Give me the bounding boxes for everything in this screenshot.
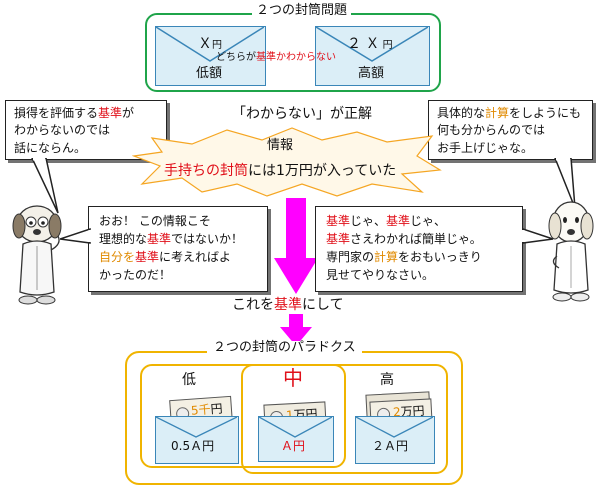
speech-right-line2: 何も分からんのでは: [437, 123, 546, 138]
bubble-left-line4: かったのだ！: [99, 268, 172, 282]
envelope-mid-panel: [258, 416, 334, 462]
envelope-high-value: ２Ａ円: [372, 439, 409, 453]
bottom-panel-title: ２つの封筒のパラドクス: [207, 340, 362, 356]
answer-heading: 「わからない」が正解: [232, 106, 372, 122]
bubble-right-line3: 専門家の計算をおもいっきり: [326, 250, 482, 264]
down-arrow-small-icon: [280, 314, 312, 346]
down-arrow-icon: [274, 198, 318, 294]
envelope-flap-icon: [316, 27, 428, 62]
envelope-flap-icon: [356, 417, 433, 438]
info-own-envelope: 手持ちの封筒: [164, 163, 248, 179]
envelope-low-variable: Ｘ: [198, 36, 212, 52]
unknown-basis-highlight: 基準かわからない: [256, 52, 336, 63]
info-burst-shape: [132, 127, 442, 197]
speech-bubble-right: 具体的な計算をしようにも 何も分からんのでは お手上げじゃな。: [428, 100, 593, 160]
speech-left-line1: 損得を評価する基準が: [14, 106, 135, 120]
speech-right-line1: 具体的な計算をしようにも: [437, 106, 582, 120]
column-low-label: 低: [182, 372, 196, 388]
keyword-calculation: 計算: [485, 106, 510, 120]
envelope-high-unit: 円: [382, 40, 393, 51]
envelope-high-panel: [355, 416, 435, 464]
basis-transition-label: これを基準にして: [232, 297, 344, 313]
professor-dog-character-icon: [12, 205, 62, 305]
info-statement: 手持ちの封筒には1万円が入っていた: [164, 163, 396, 179]
keyword-basis: 基準: [386, 214, 411, 228]
envelope-high-amount: ２ Ｘ 円: [347, 36, 393, 52]
envelope-low: [155, 26, 266, 86]
bubble-left-line1: おお！ この情報こそ: [99, 214, 211, 228]
speech-bubble-left: 損得を評価する基準が わからないのでは 話にならん。: [5, 100, 167, 160]
pair-frame-mid-high: [241, 364, 448, 474]
speech-bubble-left-lower: おお！ この情報こそ 理想的な基準ではないか！ 自分を基準に考えればよ かったの…: [88, 206, 268, 292]
keyword-basis: 基準: [326, 232, 351, 246]
info-heading: 情報: [267, 138, 294, 153]
bubble-right-line2: 基準さえわかれば簡単じゃ。: [326, 232, 482, 246]
unknown-basis-caption: どちらが基準かわからない: [216, 52, 336, 64]
unknown-basis-prefix: どちらが: [216, 52, 256, 63]
bubble-right-line1: 基準じゃ、基準じゃ、: [326, 214, 447, 228]
keyword-self: 自分を: [99, 250, 136, 264]
envelope-flap-icon: [156, 27, 264, 62]
keyword-basis: 基準: [147, 232, 172, 246]
envelope-low-value: 0.5Ａ円: [171, 439, 215, 453]
envelope-low-unit: 円: [212, 40, 222, 51]
speech-right-line3: お手上げじゃな。: [437, 140, 534, 155]
envelope-high: [315, 26, 430, 86]
speech-left-line3: 話にならん。: [14, 140, 87, 155]
speech-tail-left-lower: [60, 227, 92, 244]
banknote-5000-unit: 円: [210, 401, 224, 417]
keyword-calculation: 計算: [374, 250, 399, 264]
column-high-label: 高: [380, 372, 394, 388]
speech-left-line2: わからないのでは: [14, 123, 111, 138]
speech-bubble-right-lower: 基準じゃ、基準じゃ、 基準さえわかれば簡単じゃ。 専門家の計算をおもいっきり 見…: [315, 206, 523, 292]
info-rest: には1万円が入っていた: [248, 163, 397, 179]
bubble-right-line4: 見せてやりなさい。: [326, 268, 435, 282]
envelope-high-label: 高額: [358, 66, 385, 81]
expert-dog-character-icon: [548, 201, 594, 302]
speech-tail-left: [31, 158, 59, 214]
keyword-basis: 基準: [274, 297, 302, 313]
envelope-high-variable: ２ Ｘ: [347, 36, 380, 52]
envelope-low-mid-panel: [155, 416, 239, 464]
column-mid-label: 中: [283, 366, 303, 390]
envelope-low-amount: Ｘ円: [198, 36, 222, 52]
envelope-flap-icon: [259, 417, 332, 438]
bubble-left-line3: 自分を基準に考えればよ: [99, 250, 232, 264]
envelope-low-label: 低額: [196, 66, 223, 81]
envelope-flap-icon: [156, 417, 237, 438]
keyword-basis: 基準: [135, 250, 160, 264]
bubble-left-line2: 理想的な基準ではないか！: [99, 232, 244, 246]
envelope-mid-value: Ａ円: [281, 439, 306, 453]
keyword-basis: 基準: [98, 106, 123, 120]
speech-tail-right: [554, 158, 576, 209]
keyword-basis: 基準: [326, 214, 351, 228]
speech-tail-right-lower: [521, 227, 554, 244]
top-panel-title: ２つの封筒問題: [252, 3, 352, 19]
